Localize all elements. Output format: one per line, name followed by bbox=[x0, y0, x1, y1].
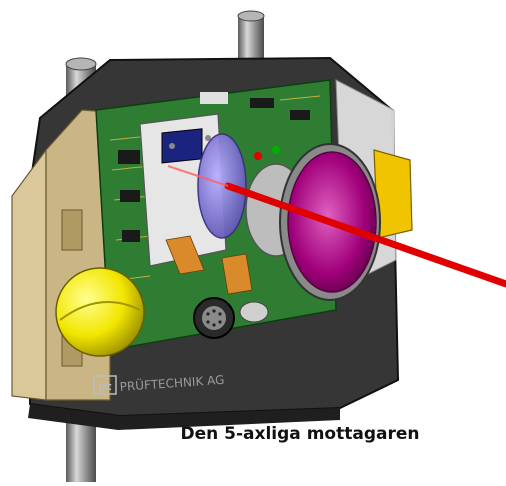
green-led bbox=[272, 146, 280, 154]
laser-beam bbox=[167, 165, 506, 288]
figure-caption: Den 5-axliga mottagaren bbox=[180, 424, 420, 444]
yellow-knob bbox=[55, 267, 145, 357]
purple-lens bbox=[197, 133, 247, 239]
logo-text: pt bbox=[98, 380, 111, 393]
ribbon-cables bbox=[165, 235, 253, 295]
connector bbox=[193, 297, 235, 339]
brand-logo: pt bbox=[93, 375, 117, 395]
red-led bbox=[254, 152, 262, 160]
rod-collar bbox=[239, 301, 269, 323]
